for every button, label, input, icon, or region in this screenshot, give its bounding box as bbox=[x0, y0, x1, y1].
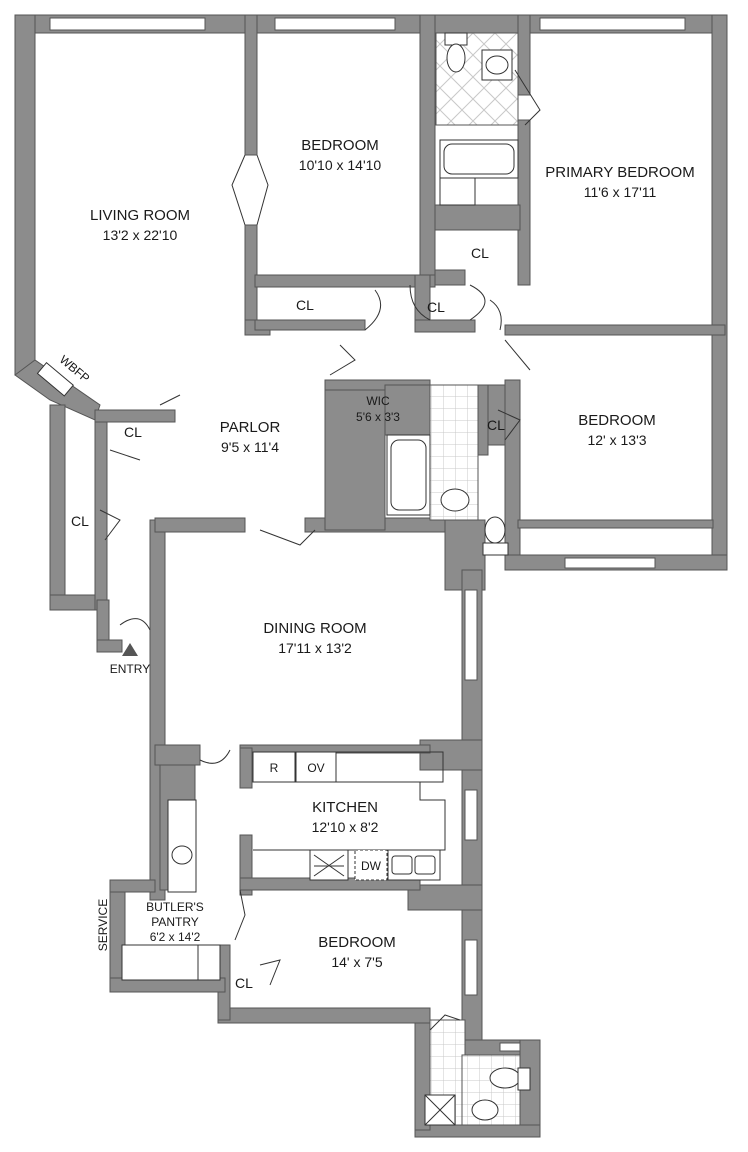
bedroom-1-name: BEDROOM bbox=[301, 137, 379, 154]
wic-dims: 5'6 x 3'3 bbox=[356, 410, 400, 424]
closet-label: CL bbox=[71, 513, 89, 529]
parlor-name: PARLOR bbox=[220, 419, 281, 436]
closet-label: CL bbox=[427, 299, 445, 315]
closet-label: CL bbox=[124, 424, 142, 440]
dining-room-name: DINING ROOM bbox=[263, 620, 366, 637]
refrigerator-label: R bbox=[270, 761, 279, 775]
entry-marker-icon bbox=[122, 643, 138, 656]
kitchen-name: KITCHEN bbox=[312, 799, 378, 816]
windows bbox=[49, 17, 686, 1052]
interior-walls bbox=[244, 14, 726, 556]
room-labels: LIVING ROOM 13'2 x 22'10 BEDROOM 10'10 x… bbox=[57, 137, 695, 991]
wic-name: WIC bbox=[366, 394, 390, 408]
parlor-dims: 9'5 x 11'4 bbox=[221, 439, 279, 455]
butlers-pantry-name-1: BUTLER'S bbox=[146, 900, 204, 914]
closet-label: CL bbox=[235, 975, 253, 991]
bedroom-1-dims: 10'10 x 14'10 bbox=[299, 157, 382, 173]
dining-room-dims: 17'11 x 13'2 bbox=[278, 640, 352, 656]
closet-label: CL bbox=[471, 245, 489, 261]
primary-bedroom-name: PRIMARY BEDROOM bbox=[545, 164, 694, 181]
butlers-pantry-dims: 6'2 x 14'2 bbox=[150, 930, 201, 944]
kitchen-dims: 12'10 x 8'2 bbox=[312, 819, 379, 835]
entry-label: ENTRY bbox=[110, 662, 150, 676]
bedroom-3-dims: 14' x 7'5 bbox=[331, 954, 382, 970]
butlers-pantry-name-2: PANTRY bbox=[151, 915, 199, 929]
fixtures bbox=[36, 32, 531, 1126]
closet-label: CL bbox=[296, 297, 314, 313]
bedroom-3-name: BEDROOM bbox=[318, 934, 396, 951]
oven-label: OV bbox=[307, 761, 324, 775]
dishwasher-label: DW bbox=[361, 859, 382, 873]
doors bbox=[99, 69, 541, 1031]
living-room-name: LIVING ROOM bbox=[90, 207, 190, 224]
primary-bedroom-dims: 11'6 x 17'11 bbox=[584, 184, 657, 200]
bedroom-2-dims: 12' x 13'3 bbox=[587, 432, 646, 448]
closet-label: CL bbox=[487, 417, 505, 433]
service-label: SERVICE bbox=[96, 899, 110, 951]
living-room-dims: 13'2 x 22'10 bbox=[103, 227, 178, 243]
bedroom-2-name: BEDROOM bbox=[578, 412, 656, 429]
